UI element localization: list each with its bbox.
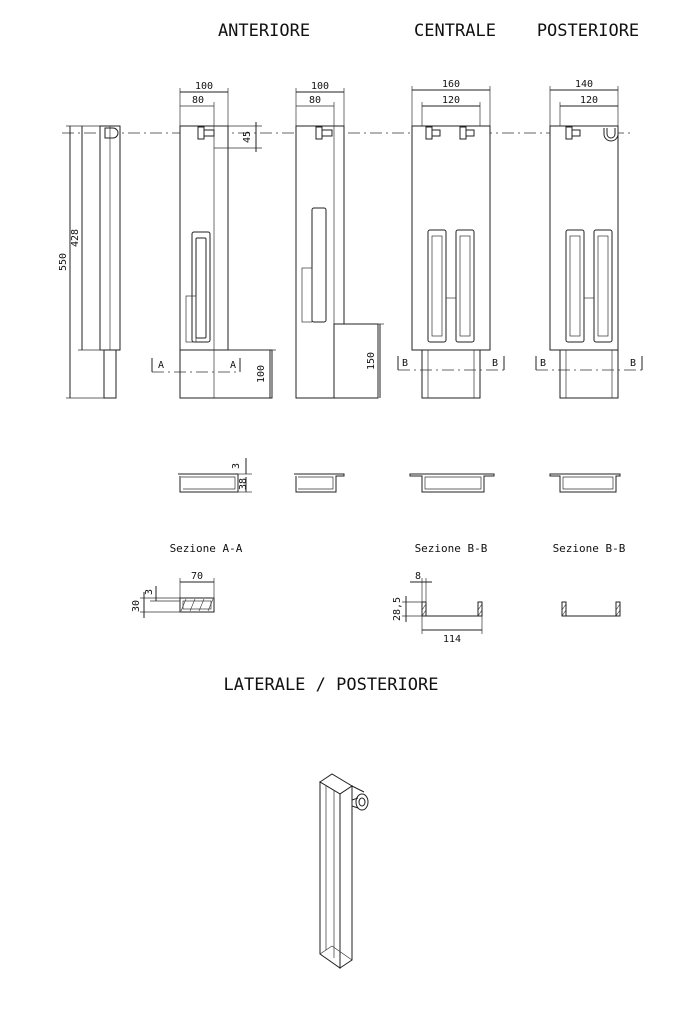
front-view-1: 100 80 45 100 A A — [151, 81, 276, 399]
heading-center: CENTRALE — [414, 21, 496, 41]
section-mark-a-right: A — [230, 360, 236, 371]
dim-front2-inner: 80 — [309, 95, 321, 106]
dim-thickness: 3 — [231, 463, 242, 469]
dim-front-width: 100 — [195, 81, 213, 92]
caption-section-a: Sezione A-A — [170, 542, 243, 555]
plan-view-front: 3 38 — [178, 458, 252, 493]
dim-b-flange: 8 — [415, 571, 421, 582]
section-mark-a-left: A — [158, 360, 164, 371]
section-mark-b-rear-right: B — [630, 358, 636, 369]
heading-front: ANTERIORE — [218, 21, 310, 41]
heading-side-rear: LATERALE / POSTERIORE — [224, 675, 439, 695]
isometric-view — [319, 773, 369, 969]
side-view: 550 428 — [58, 125, 121, 399]
dim-b-height: 28,5 — [392, 597, 403, 621]
dim-rear-inner: 120 — [580, 95, 598, 106]
dim-depth: 38 — [238, 478, 249, 490]
dim-body-height: 428 — [70, 229, 81, 247]
rear-view: 140 120 B B — [535, 79, 643, 399]
dim-front2-width: 100 — [311, 81, 329, 92]
dim-center-inner: 120 — [442, 95, 460, 106]
caption-section-b-rear: Sezione B-B — [553, 542, 626, 555]
dim-center-width: 160 — [442, 79, 460, 90]
front-view-2: 100 80 150 — [295, 81, 384, 399]
dim-foot-front2: 150 — [366, 352, 377, 370]
caption-section-b-center: Sezione B-B — [415, 542, 488, 555]
section-a-detail: 70 30 3 — [131, 571, 215, 618]
dim-front-inner: 80 — [192, 95, 204, 106]
dim-b-width: 114 — [443, 634, 461, 645]
dim-total-height: 550 — [58, 253, 69, 271]
section-mark-b-center-right: B — [492, 358, 498, 369]
section-b-rear-detail — [561, 601, 621, 617]
section-mark-b-rear-left: B — [540, 358, 546, 369]
dim-section-width: 70 — [191, 571, 203, 582]
plan-view-rear — [549, 473, 621, 493]
dim-foot-front: 100 — [256, 365, 267, 383]
section-b-center-detail: 8 28,5 114 — [392, 571, 483, 645]
center-view: 160 120 B B — [397, 79, 505, 399]
dim-section-height: 30 — [131, 600, 142, 612]
heading-rear: POSTERIORE — [537, 21, 639, 41]
dim-pin-offset: 45 — [242, 131, 253, 143]
plan-view-center — [409, 473, 495, 493]
dim-rear-width: 140 — [575, 79, 593, 90]
section-mark-b-center-left: B — [402, 358, 408, 369]
plan-view-front2 — [294, 473, 345, 493]
dim-section-thick: 3 — [144, 589, 155, 595]
